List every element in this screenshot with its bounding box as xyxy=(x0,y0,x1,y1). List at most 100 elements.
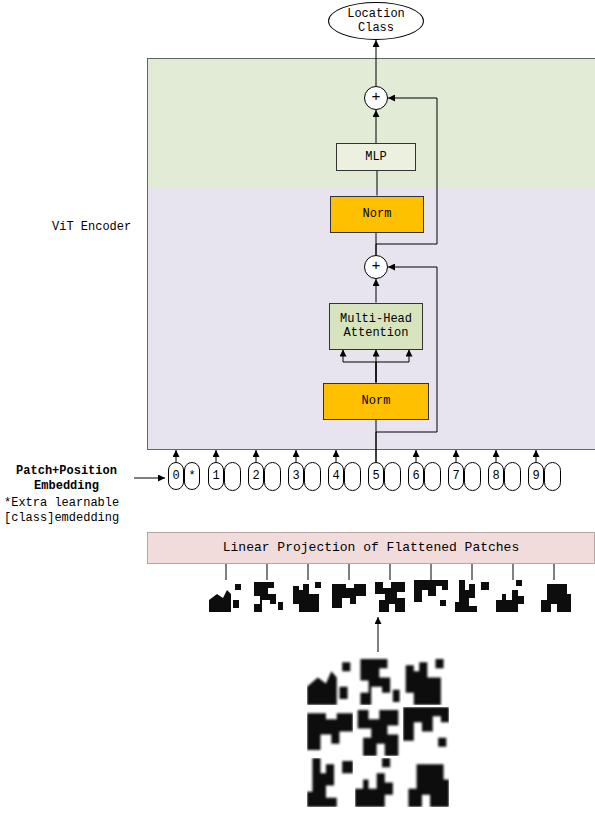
connector-arrow xyxy=(176,450,177,462)
image-patch xyxy=(250,580,284,612)
node-text: 9 xyxy=(532,469,539,483)
connector-arrow xyxy=(296,450,297,462)
connector-arrow xyxy=(256,450,257,462)
block-title: ViT Encoder xyxy=(52,220,131,234)
connector-arrow xyxy=(416,450,417,462)
image-patch xyxy=(403,707,449,756)
embedding-pill xyxy=(265,463,281,491)
position-token: 7 xyxy=(448,462,464,490)
node-text: 7 xyxy=(452,469,459,483)
connector-arrow xyxy=(496,450,497,462)
image-patch xyxy=(355,707,401,756)
image-patch xyxy=(355,758,401,807)
node-text: Multi-Head Attention xyxy=(336,312,416,340)
position-token: 8 xyxy=(488,462,504,490)
attention-band xyxy=(147,187,595,450)
node-text: Norm xyxy=(363,207,392,221)
node-text: 1 xyxy=(212,469,219,483)
position-token: 0 xyxy=(168,462,184,490)
annotation-label: *Extra learnable [class]emdedding xyxy=(4,496,134,526)
image-patch xyxy=(291,580,325,612)
image-patch xyxy=(414,580,448,612)
connector-group xyxy=(176,40,536,462)
position-token: 6 xyxy=(408,462,424,490)
connector-arrow xyxy=(376,40,377,86)
image-patch xyxy=(537,580,571,612)
node-text: Linear Projection of Flattened Patches xyxy=(223,541,519,555)
node-text: * xyxy=(188,469,195,483)
node-text: 3 xyxy=(292,469,299,483)
encoder-block: ViT Encoder+MLPNorm+Multi-Head Attention… xyxy=(147,58,595,450)
patch-wire xyxy=(431,564,432,580)
encoder-outline xyxy=(148,59,595,450)
connector-arrow xyxy=(336,450,337,462)
image-patch xyxy=(355,656,401,705)
connector-arrow xyxy=(376,350,409,383)
connector-arrow xyxy=(376,267,437,462)
connector-arrow xyxy=(376,279,377,303)
embedding-pill xyxy=(425,463,441,491)
embedding-pill xyxy=(465,463,481,491)
projection-band: Linear Projection of Flattened Patches xyxy=(147,532,595,564)
pointer-arrow xyxy=(134,478,165,479)
image-patch xyxy=(373,580,407,612)
connector-arrow xyxy=(456,450,457,462)
image-patch xyxy=(209,580,243,612)
class-token: * xyxy=(184,462,200,490)
node-text: + xyxy=(371,91,380,105)
patch-wire xyxy=(226,564,227,580)
image-patch xyxy=(307,656,353,705)
node-text: 0 xyxy=(172,469,179,483)
node-text: 6 xyxy=(412,469,419,483)
image-patch xyxy=(307,758,353,807)
patch-wire xyxy=(554,564,555,580)
image-patch xyxy=(403,656,449,705)
position-token: 2 xyxy=(248,462,264,490)
connector-arrow xyxy=(536,450,537,462)
patch-wire xyxy=(513,564,514,580)
mlp-box: MLP xyxy=(336,143,416,171)
image-patch xyxy=(403,758,449,807)
image-patch xyxy=(332,580,366,612)
connector-arrow xyxy=(377,171,378,196)
node-text: Location Class xyxy=(340,7,412,35)
embedding-pill xyxy=(385,463,401,491)
annotation-label: Patch+Position Embedding xyxy=(4,464,129,494)
connector-arrow xyxy=(343,350,376,383)
add-circle: + xyxy=(364,86,388,110)
norm-box: Norm xyxy=(323,383,429,420)
split-arrow xyxy=(378,617,379,652)
patch-row xyxy=(209,580,571,612)
node-text: Norm xyxy=(362,394,391,408)
position-token: 5 xyxy=(368,462,384,490)
patch-wire xyxy=(390,564,391,580)
patch-wire xyxy=(267,564,268,580)
position-token: 3 xyxy=(288,462,304,490)
node-text: 5 xyxy=(372,469,379,483)
patch-wire xyxy=(472,564,473,580)
image-patch xyxy=(496,580,530,612)
node-text: MLP xyxy=(365,150,387,164)
output-oval: Location Class xyxy=(328,2,424,40)
input-image-grid xyxy=(307,656,449,807)
connector-arrow xyxy=(216,450,217,462)
add-circle: + xyxy=(364,255,388,279)
mlp-band xyxy=(147,58,595,187)
node-text: 8 xyxy=(492,469,499,483)
embedding-pill xyxy=(345,463,361,491)
position-token: 9 xyxy=(528,462,544,490)
patch-wires xyxy=(226,564,554,580)
patch-wire xyxy=(349,564,350,580)
image-patch xyxy=(455,580,489,612)
embedding-pill xyxy=(225,463,241,491)
norm-box: Norm xyxy=(330,196,424,233)
attention-box: Multi-Head Attention xyxy=(329,303,423,350)
position-token: 1 xyxy=(208,462,224,490)
embedding-pill xyxy=(505,463,521,491)
label-holder: *Extra learnable [class]emdedding xyxy=(4,496,134,526)
connector-arrow xyxy=(376,110,377,143)
embedding-pills xyxy=(225,463,561,491)
